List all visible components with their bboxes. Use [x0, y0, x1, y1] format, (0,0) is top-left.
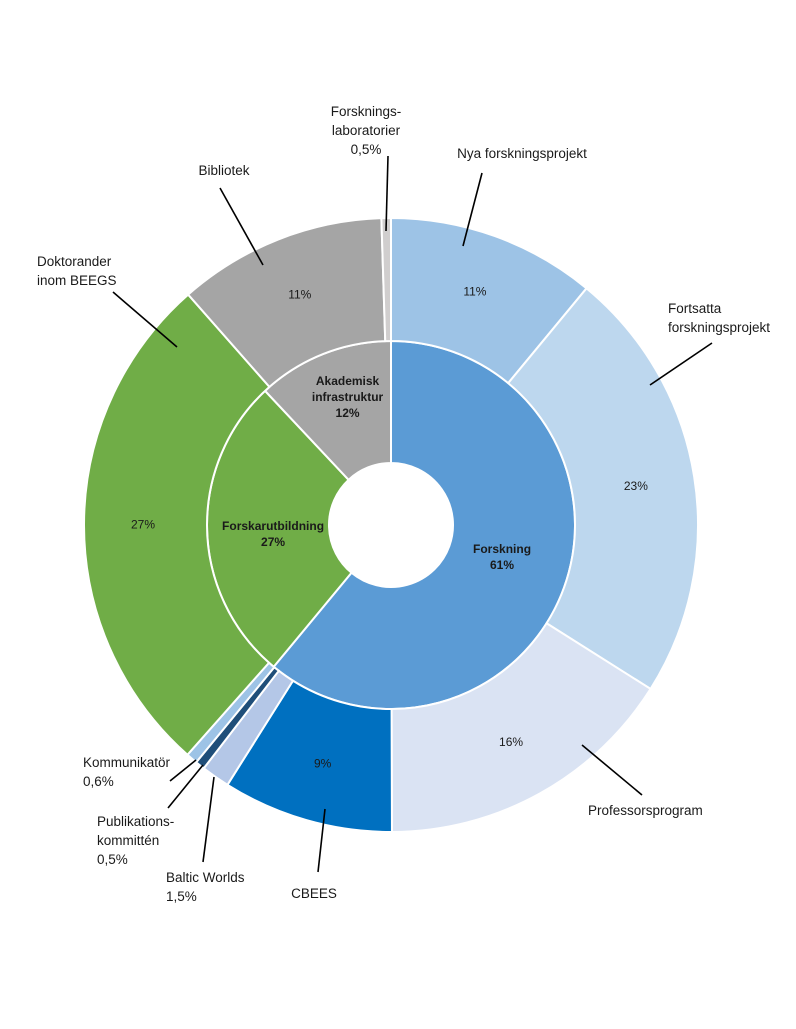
leader-line-doktorander-inom-beegs: [112, 291, 178, 348]
outer-slice-forskningslaboratorier: [380, 216, 392, 343]
category-label-line: kommittén: [97, 833, 159, 848]
category-label-line: Publikations-: [97, 814, 174, 829]
category-label-line: Professorsprogram: [588, 803, 703, 818]
outer-slice-fortsatta-forskningsprojekt: [506, 286, 699, 691]
inner-value-label: 12%: [336, 406, 360, 420]
leader-line-nya-forskningsprojekt: [462, 172, 483, 247]
outer-value-label-bibliotek: 11%: [288, 287, 311, 301]
category-label-line: inom BEEGS: [37, 273, 117, 288]
category-label-line: laboratorier: [332, 123, 401, 138]
category-label-line: 0,5%: [97, 852, 128, 867]
category-label-line: forskningsprojekt: [668, 320, 770, 335]
inner-label-line: Forskarutbildning: [222, 519, 324, 533]
leader-line-forskningslaboratorier: [385, 155, 389, 232]
leader-line-fortsatta-forskningsprojekt: [649, 342, 713, 386]
category-label-line: Bibliotek: [198, 163, 249, 178]
outer-value-label-fortsatta-forskningsprojekt: 23%: [624, 479, 648, 493]
category-label-fortsatta-forskningsprojekt: Fortsatta forskningsprojekt: [668, 301, 770, 335]
category-label-cbees: CBEES: [291, 886, 337, 901]
inner-value-label: 27%: [261, 535, 285, 549]
leader-line-cbees: [317, 808, 326, 873]
inner-label-forskning: Forskning 61%: [473, 542, 531, 572]
inner-label-akademisk-infrastruktur: Akademisk infrastruktur 12%: [312, 374, 384, 420]
category-label-professorsprogram: Professorsprogram: [588, 803, 703, 818]
leader-line-kommunikator: [169, 759, 197, 782]
category-label-line: Doktorander: [37, 254, 112, 269]
inner-value-label: 61%: [490, 558, 514, 572]
category-label-forskningslaboratorier: Forsknings-laboratorier 0,5%: [331, 104, 402, 157]
leader-line-bibliotek: [219, 187, 264, 266]
inner-label-line: Forskning: [473, 542, 531, 556]
chart-labels: Forskning 61% Forskarutbildning 27% Akademis…: [37, 104, 770, 904]
outer-value-label-nya-forskningsprojekt: 11%: [463, 285, 486, 299]
category-label-line: 1,5%: [166, 889, 197, 904]
category-label-doktorander-inom-beegs: Doktorander inom BEEGS: [37, 254, 117, 288]
inner-label-line: infrastruktur: [312, 390, 384, 404]
inner-label-forskarutbildning: Forskarutbildning 27%: [222, 519, 324, 549]
outer-value-label-cbees: 9%: [314, 756, 332, 770]
outer-ring: [83, 216, 699, 834]
category-label-line: CBEES: [291, 886, 337, 901]
category-label-kommunikator: Kommunikatör 0,6%: [83, 755, 171, 789]
category-label-bibliotek: Bibliotek: [198, 163, 249, 178]
outer-value-label-professorsprogram: 16%: [499, 735, 523, 749]
category-label-line: Fortsatta: [668, 301, 722, 316]
category-label-line: Forsknings-: [331, 104, 402, 119]
leader-line-publikationskommitten: [167, 764, 204, 809]
leader-lines: [112, 155, 713, 873]
outer-slice-professorsprogram: [390, 621, 652, 834]
category-label-line: Baltic Worlds: [166, 870, 245, 885]
leader-line-professorsprogram: [581, 744, 643, 796]
inner-ring: [206, 339, 576, 710]
outer-value-label-doktorander-inom-beegs: 27%: [131, 518, 155, 532]
category-label-line: 0,6%: [83, 774, 114, 789]
outer-slice-doktorander-inom-beegs: [83, 293, 271, 757]
center-hole: [329, 463, 453, 587]
leader-line-baltic-worlds: [202, 776, 215, 863]
category-label-publikationskommitten: Publikations-kommittén 0,5%: [97, 814, 174, 867]
category-label-line: Kommunikatör: [83, 755, 171, 770]
inner-label-line: Akademisk: [316, 374, 380, 388]
category-label-baltic-worlds: Baltic Worlds 1,5%: [166, 870, 245, 904]
category-label-line: 0,5%: [351, 142, 382, 157]
category-label-nya-forskningsprojekt: Nya forskningsprojekt: [457, 146, 587, 161]
category-label-line: Nya forskningsprojekt: [457, 146, 587, 161]
